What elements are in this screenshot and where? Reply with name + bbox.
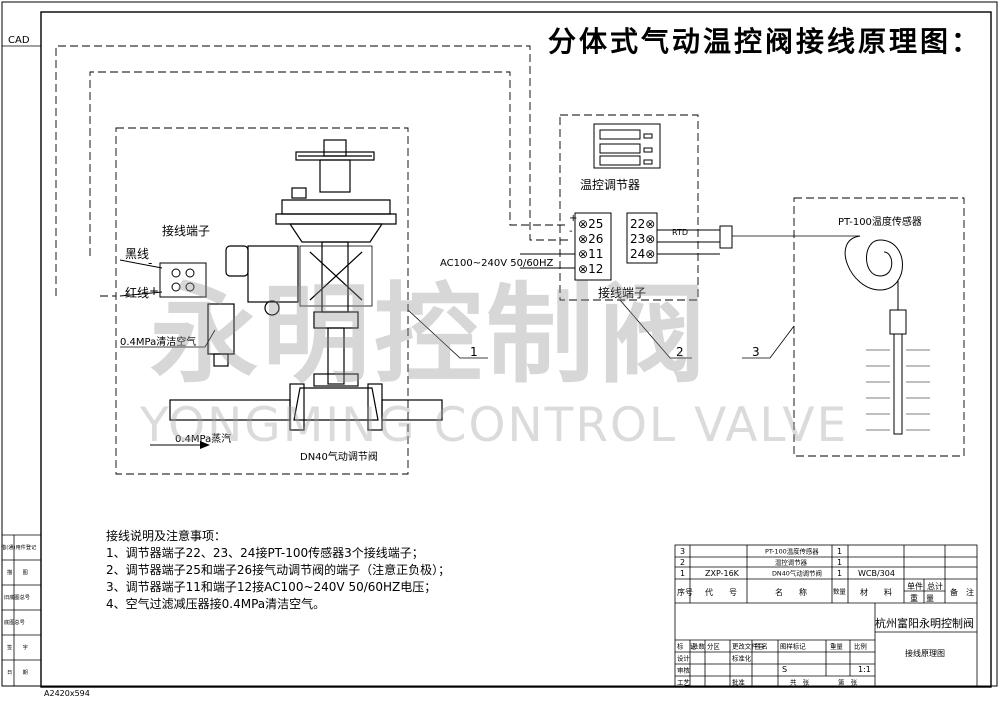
controller-minus: - bbox=[569, 226, 573, 237]
pneumatic-valve bbox=[169, 139, 443, 431]
bom-header-name: 名 称 bbox=[775, 588, 807, 597]
tb-sheet-no: 第 张 bbox=[838, 678, 858, 686]
sheet-size: A2420x594 bbox=[44, 689, 90, 698]
controller-name: 温控调节器 bbox=[580, 178, 641, 192]
cad-label: CAD bbox=[8, 35, 30, 46]
tb-scale-value: 1:1 bbox=[858, 665, 871, 674]
bom-material: WCB/304 bbox=[858, 569, 895, 578]
strip-label: 描 图 bbox=[7, 569, 28, 576]
bom-header-code: 代 号 bbox=[705, 588, 737, 597]
note-item: 2、调节器端子25和端子26接气动调节阀的端子（注意正负极）； bbox=[106, 563, 451, 577]
bom-qty: 1 bbox=[837, 569, 843, 578]
tb-scale: 比例 bbox=[854, 642, 867, 650]
controller-terminal-title: 接线端子 bbox=[598, 286, 647, 300]
note-item: 3、调节器端子11和端子12接AC100~240V 50/60HZ电压； bbox=[106, 580, 437, 594]
bom-no: 2 bbox=[680, 558, 686, 567]
bom-code: ZXP-16K bbox=[705, 569, 739, 578]
tb-sheets-total: 共 张 bbox=[790, 678, 810, 686]
terminal-25: ⊗25 bbox=[578, 217, 604, 231]
strip-label: 日 期 bbox=[7, 669, 28, 676]
bom-no: 1 bbox=[680, 569, 686, 578]
tb-mark: 标 记 bbox=[677, 642, 697, 650]
bom-header-remark: 备 注 bbox=[950, 588, 974, 597]
page-title: 分体式气动温控阀接线原理图： bbox=[548, 25, 983, 58]
strip-label: 旧底图总号 bbox=[4, 594, 30, 601]
minus-sign: - bbox=[148, 256, 153, 270]
terminal-22: 22⊗ bbox=[630, 217, 656, 231]
wiring-notes: 接线说明及注意事项： 1、调节器端子22、23、24接PT-100传感器3个接线… bbox=[106, 528, 450, 613]
pt100-sensor bbox=[844, 235, 930, 435]
valve-terminal-box bbox=[119, 259, 207, 298]
black-wire-label: 黑线 bbox=[125, 247, 150, 261]
bom-qty: 1 bbox=[837, 547, 843, 556]
callout-1: 1 bbox=[470, 345, 478, 359]
bom-header-single: 单件 bbox=[907, 582, 923, 591]
terminal-11: ⊗11 bbox=[578, 247, 604, 261]
terminal-24: 24⊗ bbox=[630, 247, 656, 261]
tb-change-doc: 更改文件号 bbox=[732, 642, 764, 650]
bom-header-weight: 重 量 bbox=[910, 594, 934, 603]
tb-approve: 批准 bbox=[732, 678, 745, 686]
bom-header-qty: 数量 bbox=[833, 587, 846, 595]
red-wire-label: 红线 bbox=[125, 286, 150, 300]
strip-label: 借(通)用件登记 bbox=[1, 544, 37, 551]
tb-sign: 签名 bbox=[755, 642, 768, 650]
valve-terminal-title: 接线端子 bbox=[162, 224, 211, 238]
steam-label: 0.4MPa蒸汽 bbox=[175, 434, 232, 445]
watermark-en: YONGMING CONTROL VALVE bbox=[140, 398, 849, 453]
bom-name: 温控调节器 bbox=[775, 558, 807, 566]
bom-header-no: 序号 bbox=[677, 588, 693, 597]
note-item: 4、空气过滤减压器接0.4MPa清洁空气。 bbox=[106, 597, 326, 611]
terminal-26: ⊗26 bbox=[578, 232, 604, 246]
notes-heading: 接线说明及注意事项： bbox=[106, 529, 227, 543]
sensor-name: PT-100温度传感器 bbox=[838, 217, 922, 228]
drawing-name: 接线原理图 bbox=[905, 649, 945, 658]
bom-name: DN40气动调节阀 bbox=[772, 569, 822, 577]
tb-stage-value: S bbox=[782, 665, 788, 674]
plus-sign: + bbox=[149, 284, 160, 298]
bom-header-total: 总计 bbox=[927, 582, 943, 591]
power-label: AC100~240V 50/60HZ bbox=[440, 258, 554, 269]
valve-name: DN40气动调节阀 bbox=[300, 452, 378, 463]
bom-qty: 1 bbox=[837, 558, 843, 567]
tb-design: 设计 bbox=[677, 654, 690, 662]
bom-name: PT-100温度传感器 bbox=[765, 547, 819, 555]
bom-no: 3 bbox=[680, 547, 686, 556]
strip-label: 签 字 bbox=[7, 644, 28, 651]
tb-zone: 分区 bbox=[707, 642, 720, 650]
tb-stage-mark: 图样标记 bbox=[780, 642, 806, 650]
controller-plus: + bbox=[569, 213, 578, 224]
tb-process: 工艺 bbox=[677, 678, 690, 686]
tb-count: 处数 bbox=[692, 642, 705, 650]
air-supply-label: 0.4MPa清洁空气 bbox=[120, 337, 197, 348]
terminal-23: 23⊗ bbox=[630, 232, 656, 246]
bom-header-material: 材 料 bbox=[860, 588, 892, 597]
callout-2: 2 bbox=[676, 345, 684, 359]
temperature-controller bbox=[520, 123, 733, 281]
company-name: 杭州富阳永明控制阀 bbox=[875, 617, 974, 630]
tb-weight: 重量 bbox=[830, 642, 843, 650]
watermark-cn: 永明控制阀 bbox=[150, 273, 711, 398]
strip-label: 底图总号 bbox=[4, 619, 25, 626]
terminal-12: ⊗12 bbox=[578, 262, 604, 276]
tb-check: 审核 bbox=[677, 666, 690, 674]
rtd-label: RTD bbox=[672, 228, 689, 237]
callout-3: 3 bbox=[752, 345, 760, 359]
tb-standard: 标准化 bbox=[732, 654, 752, 662]
note-item: 1、调节器端子22、23、24接PT-100传感器3个接线端子； bbox=[106, 546, 424, 560]
